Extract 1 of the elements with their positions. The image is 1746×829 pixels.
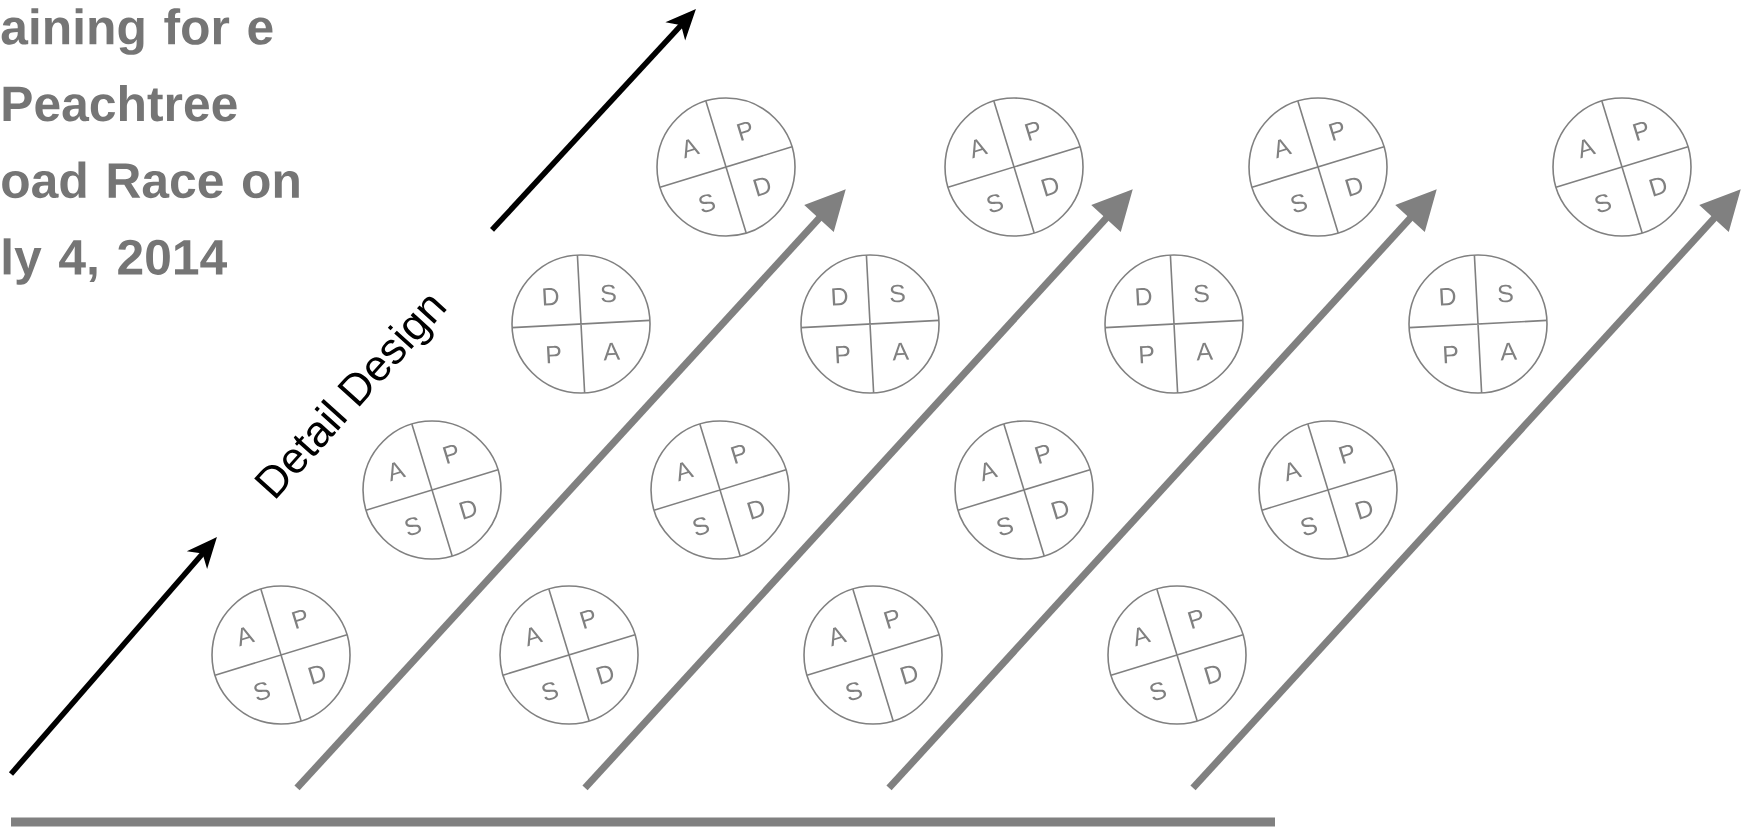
title: aining for e Peachtree oad Race on ly 4, 2014 — [1, 8, 299, 285]
